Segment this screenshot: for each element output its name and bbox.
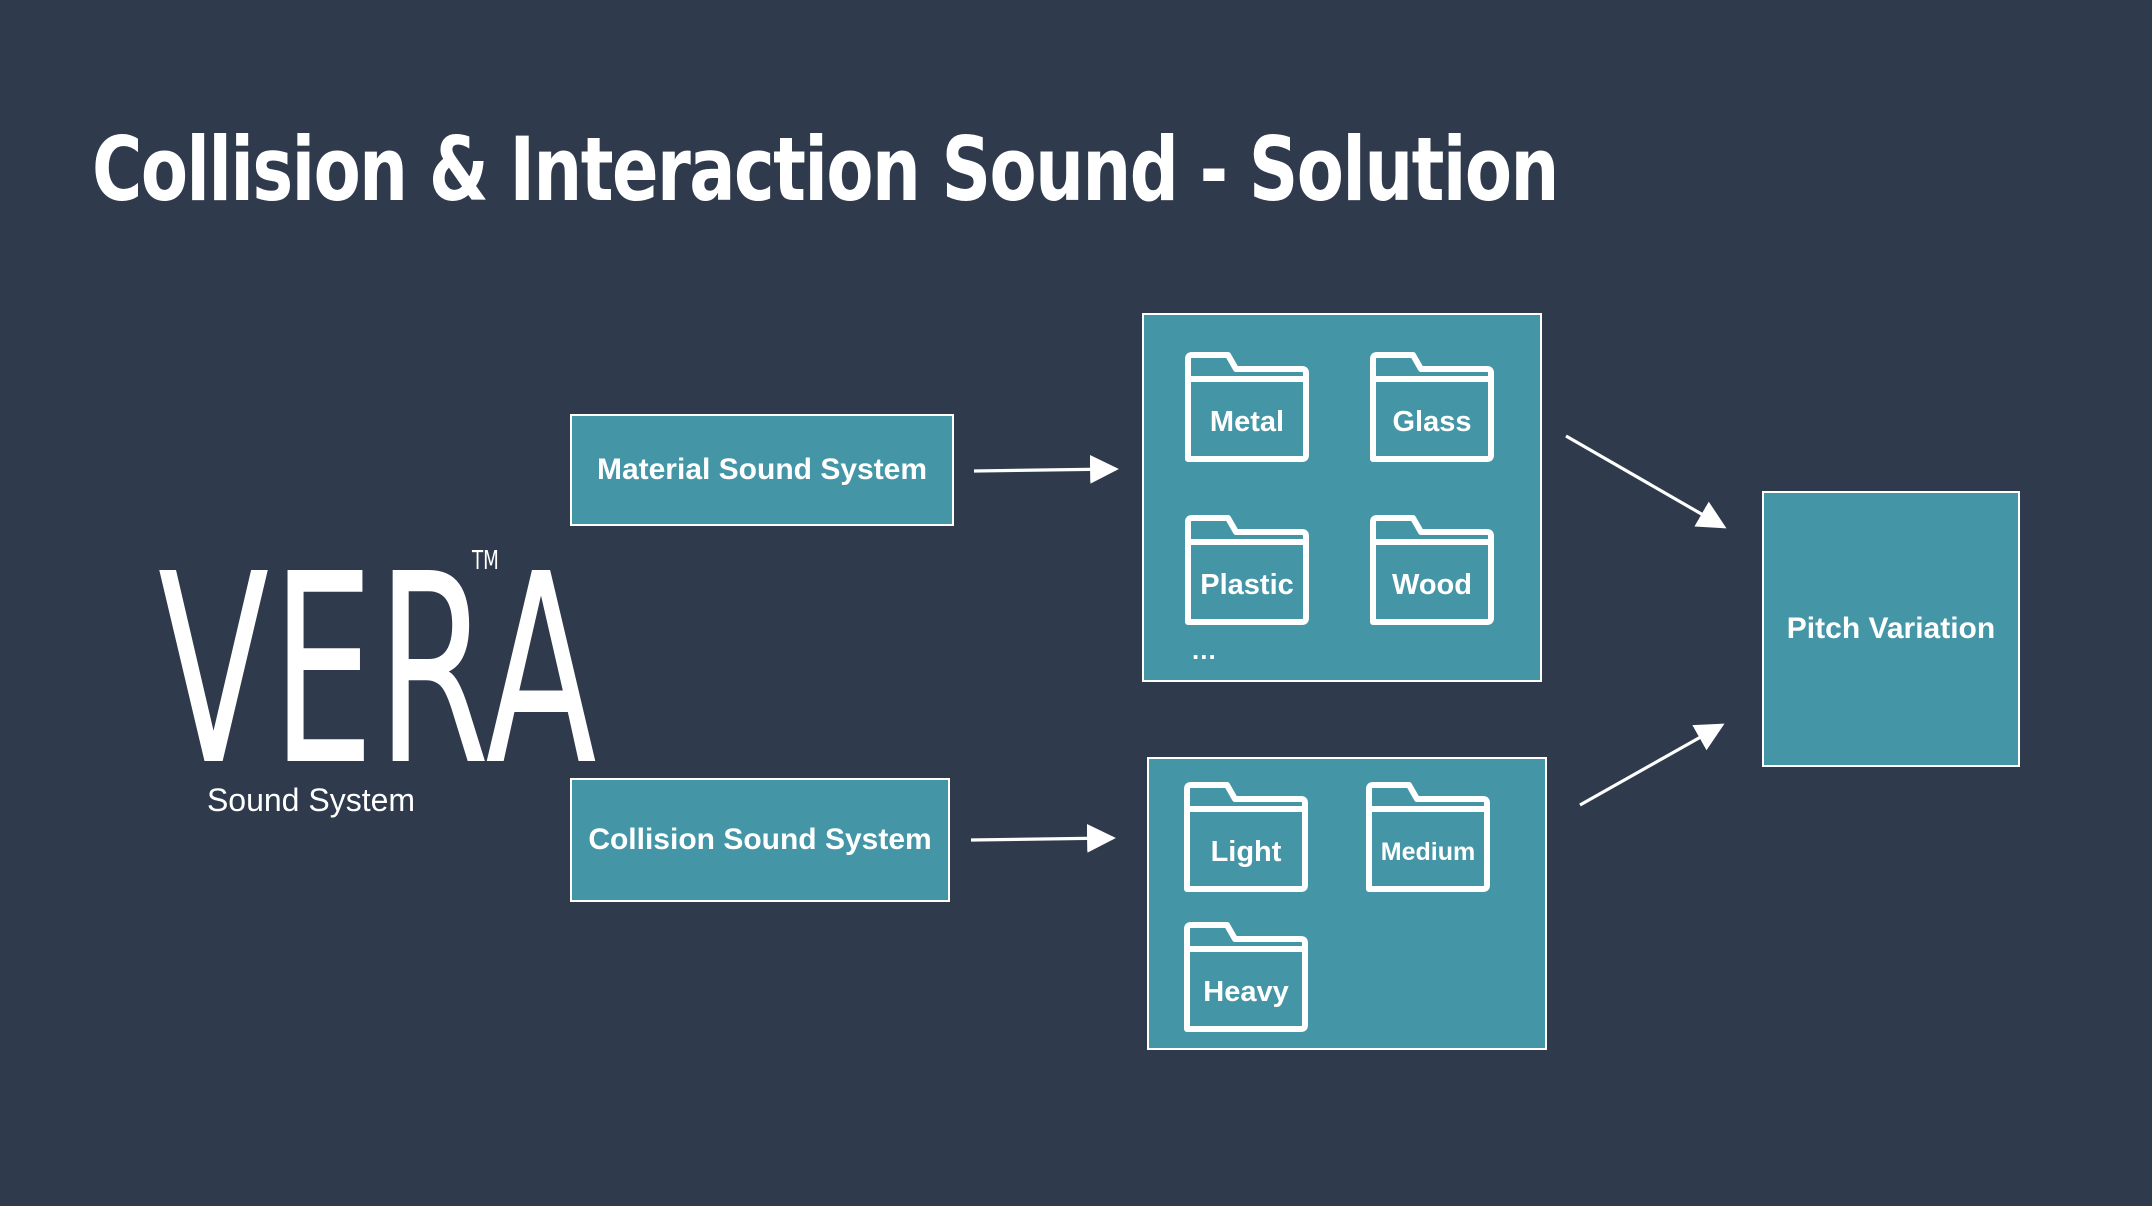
material-folders-group: Metal Glass Plastic Wood ...: [1142, 313, 1542, 682]
folder-icon: [1366, 782, 1490, 892]
material-sound-system-box: Material Sound System: [570, 414, 954, 526]
arrow-materials-to-pitch: [1565, 434, 1727, 529]
folder-wood: Wood: [1369, 514, 1495, 626]
folder-label: Plastic: [1200, 568, 1294, 601]
folder-label: Light: [1210, 835, 1282, 868]
folder-icon: [1185, 352, 1309, 462]
folder-icon: [1370, 352, 1494, 462]
trademark-mark: TM: [472, 546, 499, 576]
folder-label: Glass: [1392, 405, 1472, 438]
folder-label: Medium: [1380, 837, 1476, 866]
folder-metal: Metal: [1184, 351, 1310, 463]
logo-subtitle: Sound System: [206, 782, 416, 818]
folder-label: Metal: [1209, 405, 1285, 438]
arrow-collision-to-pitch: [1579, 723, 1725, 807]
folder-light: Light: [1183, 781, 1309, 893]
folder-label: Wood: [1392, 568, 1472, 601]
folder-plastic: Plastic: [1184, 514, 1310, 626]
folder-label: Heavy: [1203, 975, 1289, 1008]
folder-icon: [1184, 782, 1308, 892]
arrow-material-to-folders: [973, 454, 1119, 484]
pitch-variation-box: Pitch Variation: [1762, 491, 2020, 767]
folder-medium: Medium: [1365, 781, 1491, 893]
arrow-collision-to-folders: [970, 823, 1116, 853]
collision-sound-system-box: Collision Sound System: [570, 778, 950, 902]
folder-icon: [1185, 515, 1309, 625]
folder-icon: [1370, 515, 1494, 625]
collision-folders-group: Light Medium Heavy: [1147, 757, 1547, 1050]
vera-logo: VERA: [158, 518, 600, 823]
slide-title: Collision & Interaction Sound - Solution: [92, 118, 1559, 221]
folder-icon: [1184, 922, 1308, 1032]
folder-heavy: Heavy: [1183, 921, 1309, 1033]
folder-glass: Glass: [1369, 351, 1495, 463]
more-materials-ellipsis: ...: [1192, 635, 1217, 665]
